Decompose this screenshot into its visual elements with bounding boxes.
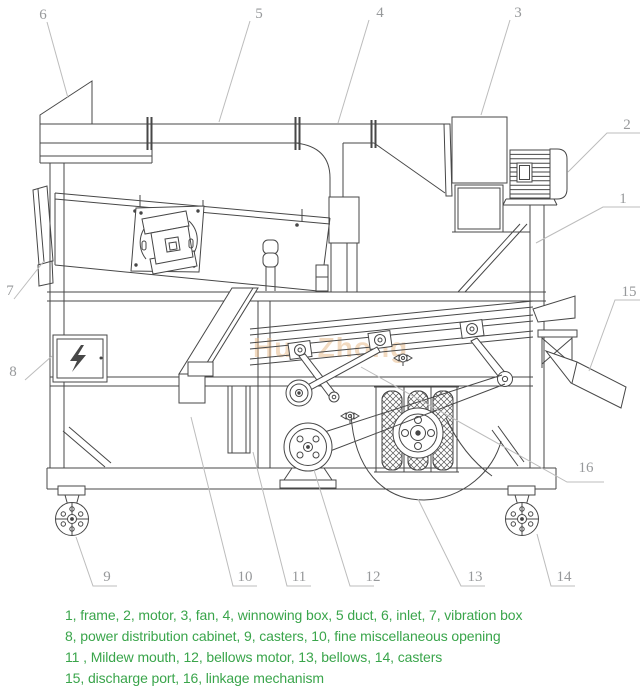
discharge-stand	[532, 295, 578, 368]
bellows-drive	[279, 374, 506, 501]
callout-12: 12	[366, 569, 381, 585]
screw-detail	[393, 353, 413, 366]
callout-15: 15	[622, 284, 637, 300]
callout-7: 7	[6, 283, 14, 299]
callout-3: 3	[514, 5, 522, 21]
linkage-mechanism	[249, 300, 534, 424]
sieve-deck	[54, 192, 331, 292]
caption-line-2: 8, power distribution cabinet, 9, caster…	[65, 628, 501, 644]
deck-vibrator-detail	[130, 205, 205, 275]
discharge-port	[544, 349, 627, 409]
caption-line-3: 11 , Mildew mouth, 12, bellows motor, 13…	[65, 649, 442, 665]
callout-8: 8	[9, 364, 17, 380]
callout-1: 1	[619, 191, 627, 207]
callout-2: 2	[623, 117, 631, 133]
rail-junction-box	[187, 361, 214, 377]
mildew-mouth	[227, 385, 251, 454]
bellows-hose	[350, 413, 502, 501]
callout-13: 13	[468, 569, 483, 585]
duct	[40, 117, 446, 150]
legend-caption: 1, frame, 2, motor, 3, fan, 4, winnowing…	[65, 607, 523, 686]
caster-right	[505, 485, 539, 536]
deck-coupling	[262, 239, 279, 291]
bellows-motor	[279, 422, 337, 489]
callout-16: 16	[579, 460, 595, 476]
screw-detail	[340, 411, 360, 424]
fan	[373, 116, 530, 233]
callout-14: 14	[557, 569, 573, 585]
caption-line-1: 1, frame, 2, motor, 3, fan, 4, winnowing…	[65, 607, 522, 623]
callout-10: 10	[238, 569, 253, 585]
leader-lines	[13, 19, 640, 587]
callout-4: 4	[376, 5, 384, 21]
callout-6: 6	[39, 7, 47, 23]
winnowing-box	[295, 142, 360, 293]
inlet-hopper	[39, 80, 153, 164]
callout-11: 11	[292, 569, 306, 585]
vibration-box	[32, 185, 54, 287]
lightning-icon	[70, 345, 86, 372]
callout-9: 9	[103, 569, 111, 585]
caster-left	[55, 485, 89, 536]
power-distribution-cabinet	[52, 334, 108, 383]
caption-line-4: 15, discharge port, 16, linkage mechanis…	[65, 670, 324, 686]
callouts: 1 2 3 4 5 6 7 8 9 10 11 12 13 14 15 16	[6, 5, 636, 585]
callout-5: 5	[255, 6, 263, 22]
motor	[502, 148, 568, 206]
